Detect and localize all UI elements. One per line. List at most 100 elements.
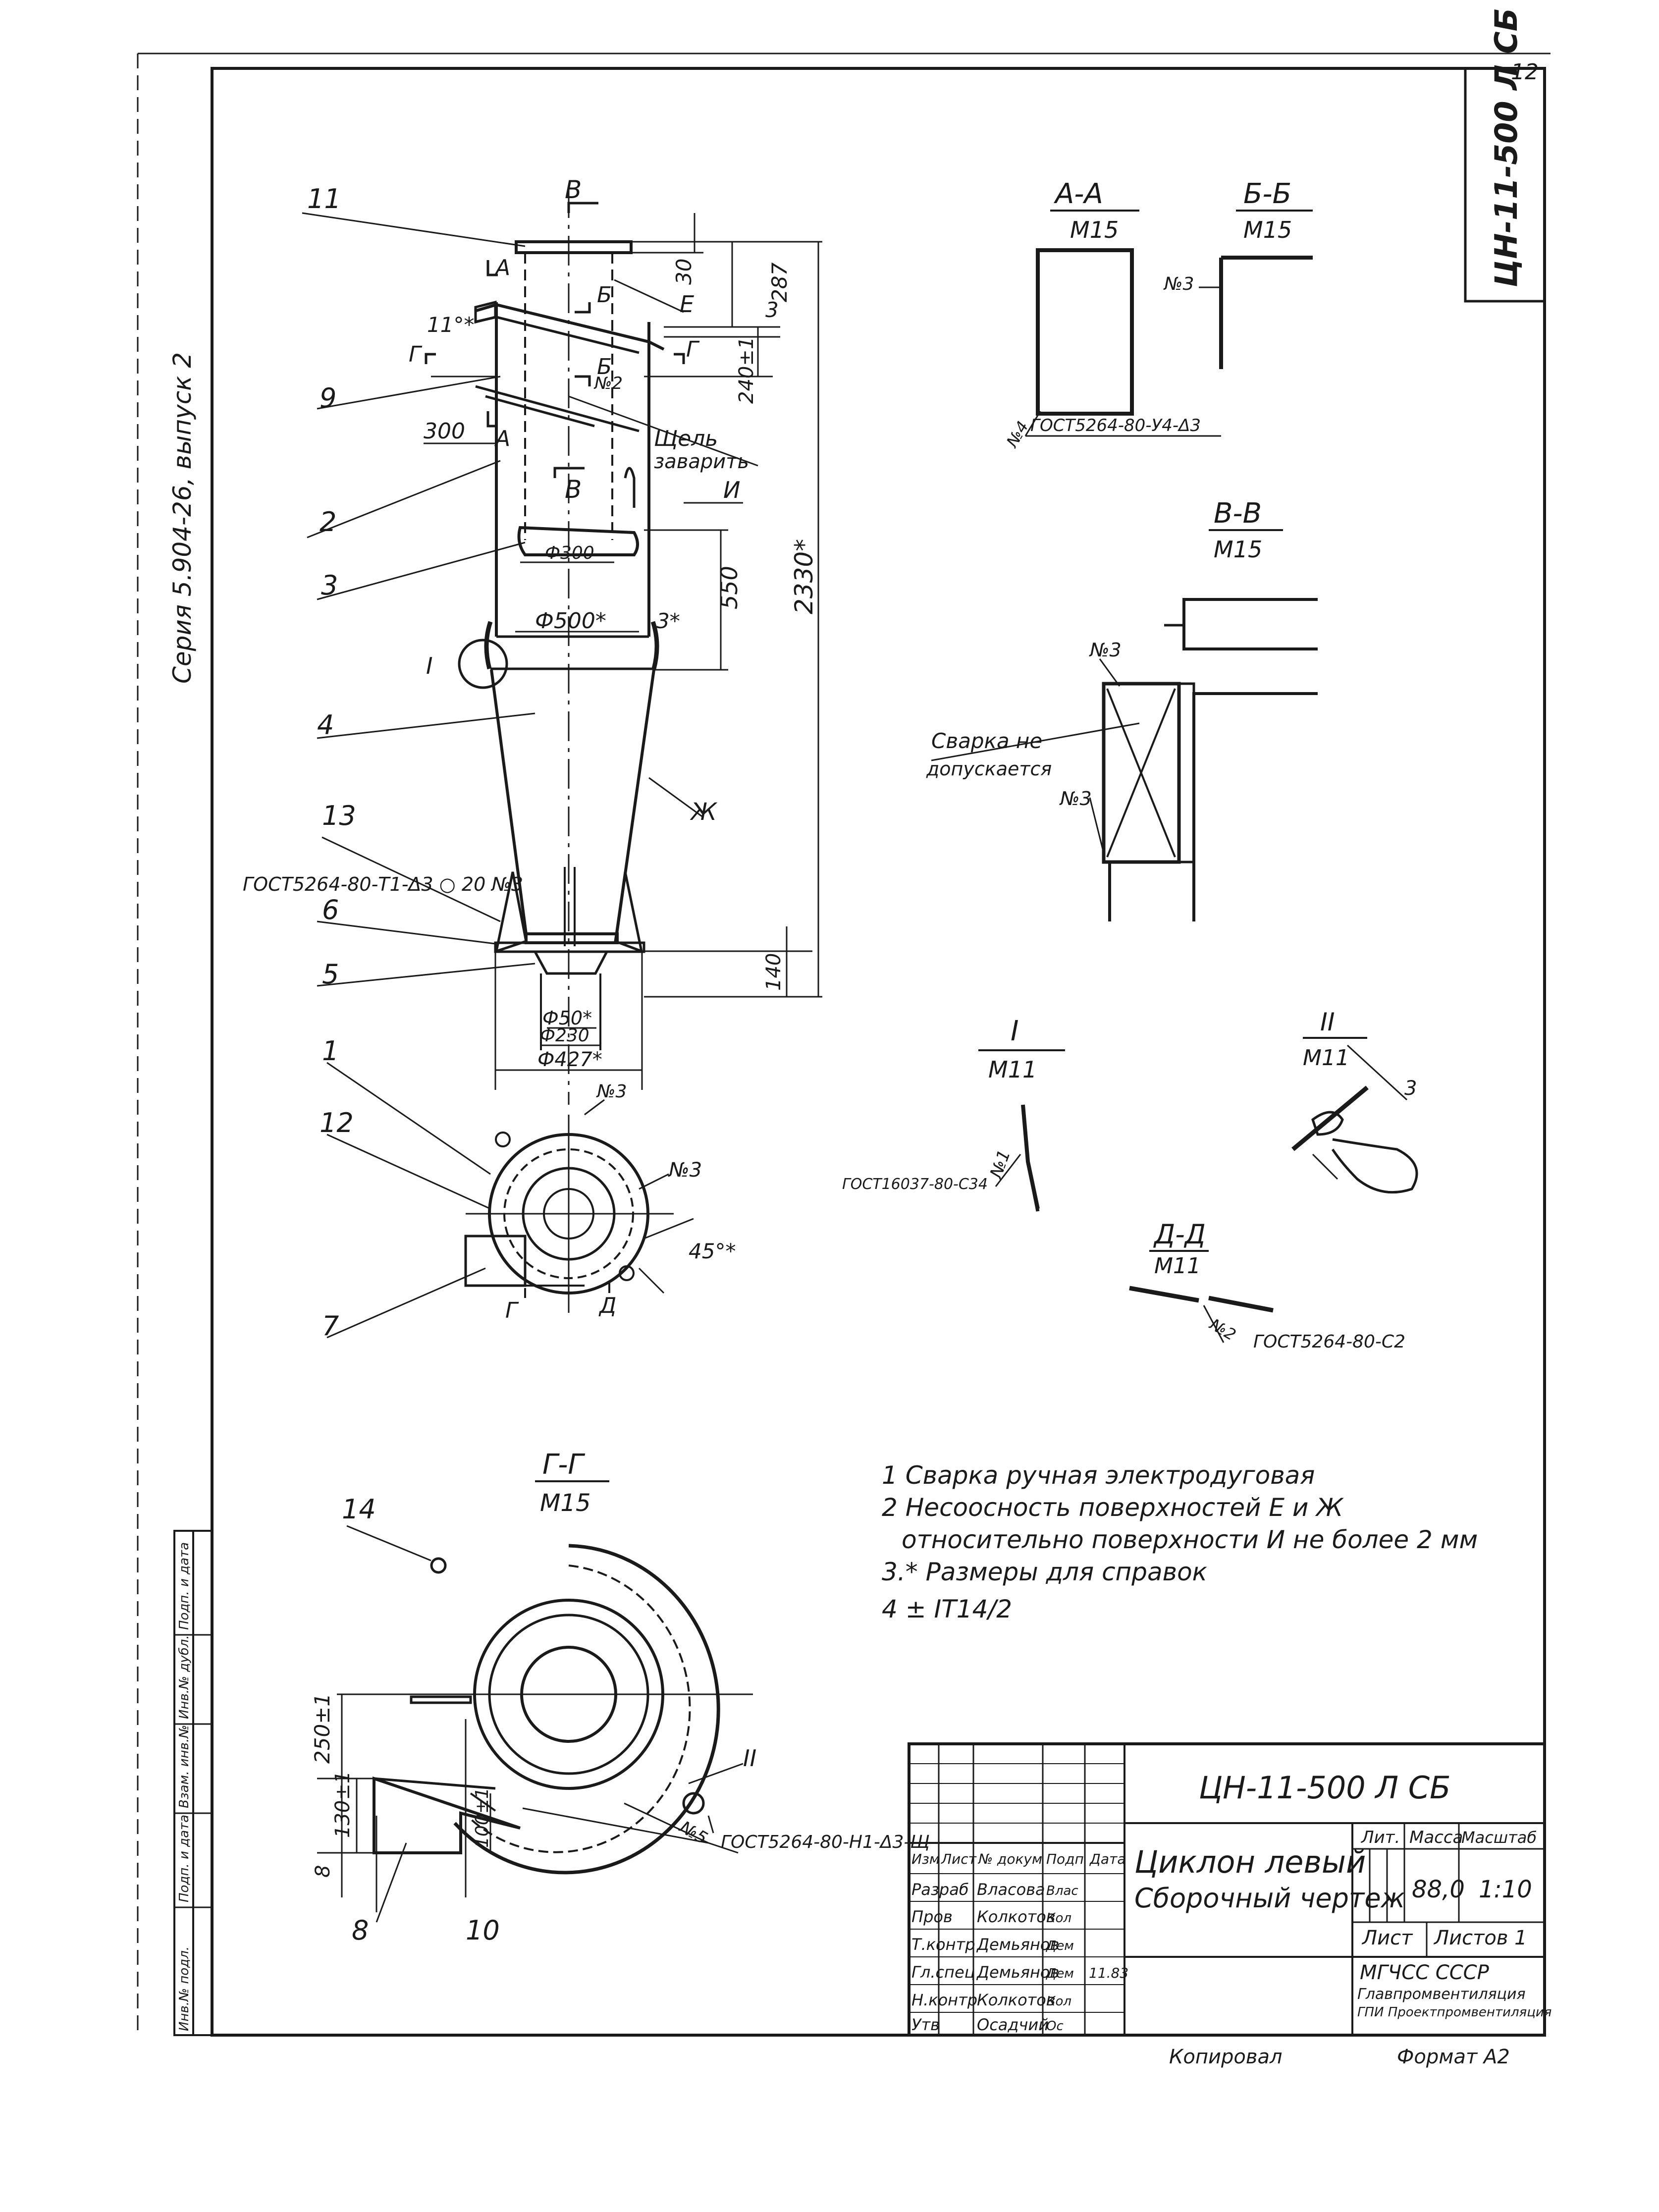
section-vv-n3-top: №3	[1089, 639, 1122, 661]
part-9-label: 9	[320, 382, 336, 414]
part-14-label: 14	[342, 1494, 376, 1525]
part-4-label: 4	[317, 709, 334, 741]
section-vv-scale: М15	[1214, 536, 1262, 563]
tb-mass-value: 88,0	[1412, 1876, 1465, 1903]
dim-phi300: Ф300	[545, 543, 594, 563]
stamp-text-2: Подп. и дата	[177, 1815, 192, 1902]
plan-view	[326, 1062, 694, 1339]
stamp-text-4: Инв.№ дубл.	[177, 1635, 192, 1719]
title-block: ЦН-11-500 Л СБ Циклон левый Сборочный че…	[908, 1742, 1552, 2037]
dim-2330: 2330*	[790, 539, 818, 614]
detail-ii-title: II	[1320, 1008, 1335, 1036]
dim-550: 550	[716, 566, 743, 609]
gg-weld-std: ГОСТ5264-80-Н1-Δ3-Щ	[721, 1832, 930, 1852]
copied-by-label: Копировал	[1169, 2046, 1283, 2068]
cut-mark-b-bottom: Б	[597, 354, 612, 379]
section-bb-scale: М15	[1243, 216, 1292, 243]
section-dd-scale: М11	[1154, 1253, 1201, 1279]
cut-mark-a-top: А	[494, 255, 510, 280]
tb-name-2: Колкотов	[977, 1907, 1056, 1926]
section-aa-n4: №4	[1002, 418, 1032, 451]
tb-name-1: Власова	[977, 1880, 1045, 1899]
dim-240: 240±1	[735, 337, 758, 404]
part-3-label: 3	[321, 570, 338, 601]
main-view-labels: 11 9 2 3 4 13 6 5 В В А А Б Б Г Г 30 287…	[243, 175, 818, 1071]
tb-role-5: Н.контр	[911, 1991, 977, 2009]
tb-role-1: Разраб	[911, 1880, 969, 1899]
part-13-label: 13	[322, 800, 356, 831]
tb-sign-3: Дем	[1046, 1939, 1074, 1953]
part-5-label: 5	[322, 959, 339, 990]
section-gg-title: Г-Г	[542, 1449, 585, 1481]
dim-140: 140	[762, 953, 785, 991]
section-gg-labels: 14 8 10 250±1 130±1 100±1 8 №5 ГОСТ5264-…	[310, 1494, 930, 1946]
plan-cut-g: Г	[505, 1298, 519, 1323]
dim-phi230: Ф230	[540, 1025, 589, 1046]
sheet-format-label: Формат А2	[1397, 2046, 1510, 2068]
note-3: 3.* Размеры для справок	[882, 1558, 1207, 1586]
side-stamp: Инв.№ подл. Подп. и дата Взам. инв.№ Инв…	[173, 1530, 213, 2036]
section-bb-n3: №3	[1163, 274, 1194, 294]
plan-view-labels: 1 12 7 №3 №3 45°* Г Д	[320, 1035, 736, 1342]
dim-3: 3	[765, 298, 779, 322]
gg-dim-100: 100±1	[472, 1787, 492, 1848]
detail-i: I М11 №1 ГОСТ16037-80-С34	[842, 1015, 1065, 1212]
dim-300: 300	[424, 419, 465, 444]
section-dd: Д-Д М11 №2 ГОСТ5264-80-С2	[1129, 1219, 1405, 1352]
section-vv: В-В М15 №3 №3 Сварка не допускается	[926, 497, 1318, 921]
section-vv-n3-bottom: №3	[1059, 788, 1092, 809]
gg-dim-250: 250±1	[310, 1693, 334, 1764]
tb-org-1: МГЧСС СССР	[1360, 1961, 1490, 1984]
section-vv-title: В-В	[1214, 497, 1262, 530]
slot-label: Щель	[654, 426, 718, 451]
stamp-text-1: Инв.№ подл.	[177, 1946, 192, 2031]
plan-cut-d: Д	[598, 1293, 616, 1318]
plan-dim-45: 45°*	[689, 1239, 736, 1263]
stamp-text-3: Взам. инв.№	[177, 1725, 192, 1808]
part-6-label: 6	[322, 894, 339, 925]
surface-zh-label: Ж	[690, 798, 718, 826]
tb-role-6: Утв	[911, 2015, 940, 2034]
tb-scale-label: Масштаб	[1461, 1828, 1537, 1847]
stamp-text-5: Подп. и дата	[177, 1542, 192, 1630]
vertical-drawing-code: ЦН-11-500 Л СБ	[1488, 8, 1524, 287]
tb-name-3: Демьянов	[976, 1935, 1059, 1954]
note-4: 4 ± IT14/2	[882, 1595, 1012, 1623]
tb-org-3: ГПИ Проектпромвентиляция	[1357, 2005, 1552, 2020]
cut-mark-g-left: Г	[409, 342, 423, 367]
section-aa-weld: ГОСТ5264-80-У4-Δ3	[1030, 416, 1201, 435]
section-vv-note-1: Сварка не	[931, 729, 1042, 753]
dim-phi50: Ф50*	[542, 1007, 592, 1029]
tb-sign-1: Влас	[1046, 1884, 1078, 1898]
dim-30: 30	[672, 259, 696, 285]
dim-phi500: Ф500*	[535, 608, 606, 634]
cut-mark-a-bottom: А	[494, 426, 510, 451]
gg-dim-8: 8	[312, 1865, 334, 1878]
plan-weld-n3-top: №3	[596, 1081, 627, 1102]
tb-col-sign: Подп	[1046, 1851, 1084, 1867]
detail-i-n1: №1	[986, 1147, 1015, 1182]
tb-name-4: Демьянов	[976, 1963, 1059, 1982]
cut-mark-b-top: Б	[597, 282, 612, 308]
note-1: 1 Сварка ручная электродуговая	[882, 1461, 1315, 1490]
section-aa-scale: М15	[1070, 216, 1119, 243]
tb-sheet-label: Лист	[1361, 1927, 1413, 1949]
part-11-label: 11	[307, 183, 341, 215]
tb-title-2: Сборочный чертеж	[1134, 1883, 1405, 1914]
drawing-frame	[211, 67, 1546, 2037]
tb-col-doc: № докум	[977, 1851, 1042, 1867]
tb-sign-4: Дем	[1046, 1966, 1074, 1981]
section-aa-title: А-А	[1054, 178, 1103, 210]
tb-date-4: 11.83	[1089, 1965, 1128, 1981]
detail-ii: II М11 3	[1291, 1008, 1418, 1194]
tb-sign-2: Кол	[1046, 1911, 1071, 1926]
detail-i-marker: I	[426, 652, 433, 679]
tb-scale-value: 1:10	[1479, 1876, 1532, 1903]
tb-name-5: Колкотов	[977, 1991, 1056, 2009]
tb-org-2: Главпромвентиляция	[1357, 1986, 1526, 2003]
tb-role-4: Гл.спец	[911, 1963, 975, 1982]
section-vv-note-2: допускается	[926, 758, 1052, 780]
plan-weld-n3-right: №3	[668, 1159, 702, 1182]
series-label: Серия 5.904-26, выпуск 2	[168, 352, 197, 684]
